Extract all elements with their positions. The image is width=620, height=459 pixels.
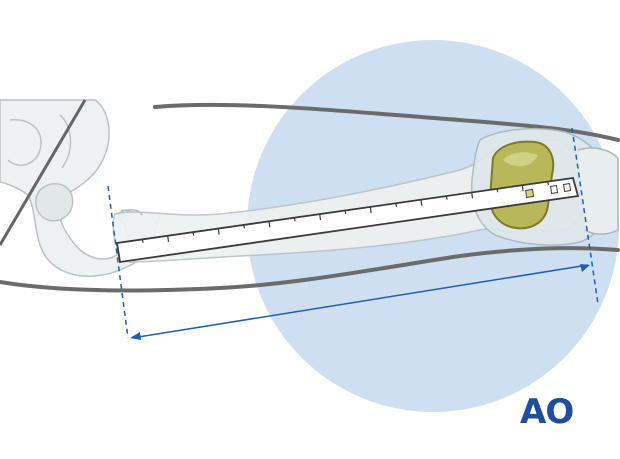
ruler-tick — [395, 203, 398, 207]
ruler-tick — [141, 239, 144, 244]
ruler-slot-2 — [550, 185, 559, 194]
ruler-tick — [445, 195, 448, 200]
ruler-tick — [344, 210, 347, 215]
ruler-tick — [268, 221, 271, 228]
measurement-arrow-icon — [130, 264, 590, 340]
reference-line-distal — [571, 127, 599, 305]
ruler-tick — [243, 224, 246, 229]
ruler-tick — [547, 181, 550, 186]
ruler-tick — [471, 192, 474, 199]
thigh-outline-upper — [153, 102, 620, 142]
ruler-tick — [420, 199, 423, 206]
ruler-tick — [369, 206, 372, 213]
ruler-tick — [192, 232, 195, 236]
ruler-tick — [496, 188, 499, 193]
hip-bone-detail — [7, 114, 72, 169]
pelvis-bone — [0, 99, 162, 277]
tibia-plateau — [577, 147, 619, 235]
ruler-tick — [217, 228, 220, 235]
ruler-slot-1 — [525, 188, 535, 198]
ruler-ticks — [141, 181, 550, 244]
ruler-body — [115, 176, 580, 264]
ruler-tick — [293, 217, 296, 222]
ruler-tick — [167, 235, 170, 242]
thigh-outline-lower — [0, 246, 620, 293]
patella-highlight — [503, 152, 538, 167]
ruler-icon — [115, 176, 580, 264]
ao-logo-icon: AO — [520, 392, 574, 432]
ruler-tick — [521, 185, 524, 192]
ruler-slot-3 — [563, 183, 572, 192]
femoral-head — [35, 183, 74, 222]
lesser-trochanter — [117, 208, 143, 216]
reference-line-proximal — [107, 185, 129, 339]
guide-wire — [0, 99, 87, 246]
ruler-tick — [319, 214, 322, 221]
